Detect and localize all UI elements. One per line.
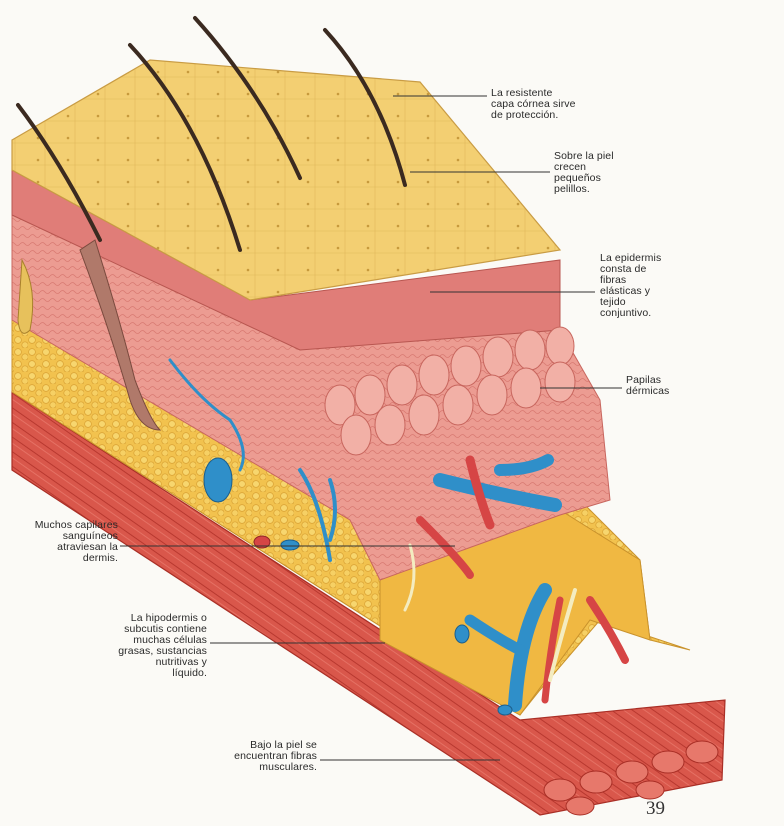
label-hairs: Sobre la piel crecen pequeños pelillos. [554,151,614,195]
vessel-cross-section [455,625,469,643]
label-hypodermis: La hipodermis o subcutis contiene muchas… [80,613,207,679]
page-number: 39 [646,798,665,820]
label-capillaries: Muchos capilares sanguíneos atraviesan l… [0,520,118,564]
vessel-cross-section [498,705,512,715]
label-epidermis: La epidermis consta de fibras elásticas … [600,253,661,319]
label-corneal-layer: La resistente capa córnea sirve de prote… [491,88,576,121]
label-muscle: Bajo la piel se encuentran fibras muscul… [190,740,317,773]
capillary-cross-section [281,540,299,550]
label-papillae: Papilas dérmicas [626,375,669,397]
gland [204,458,232,502]
